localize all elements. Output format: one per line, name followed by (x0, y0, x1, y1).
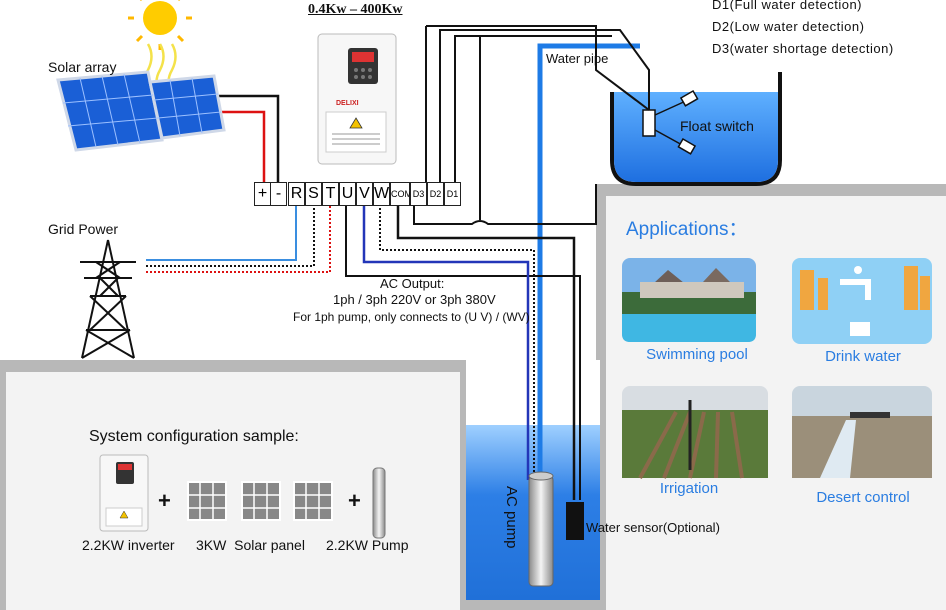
solar-array (56, 70, 226, 152)
detection-d3: D3(water shortage detection) (712, 41, 894, 56)
terminal-u: U (339, 182, 356, 206)
thumb-desert-control (792, 386, 932, 478)
solar-array-label: Solar array (48, 59, 117, 75)
ac-output-note: For 1ph pump, only connects to (U V) / (… (293, 310, 530, 324)
detection-d2: D2(Low water detection) (712, 19, 865, 34)
grid-power-label: Grid Power (48, 221, 119, 237)
config-inverter-label: 2.2KW inverter (82, 537, 175, 553)
ac-output-voltage: 1ph / 3ph 220V or 3ph 380V (333, 292, 496, 307)
config-solar-panels (187, 481, 333, 521)
config-pump-image (372, 467, 386, 539)
thumb-swimming-pool (622, 258, 756, 342)
config-pump-label: 2.2KW Pump (326, 537, 409, 553)
app-label-drink-water: Drink water (825, 348, 901, 365)
terminal-t: T (322, 182, 339, 206)
terminal-d2: D2 (427, 182, 444, 206)
grid-tower (80, 239, 136, 359)
tank-outline (610, 72, 782, 186)
app-label-swimming-pool: Swimming pool (646, 346, 748, 363)
config-title: System configuration sample: (89, 428, 299, 445)
app-label-desert-control: Desert control (816, 489, 910, 506)
inverter-brand: DELIXI (336, 100, 359, 107)
water-pipe-label: Water pipe (546, 51, 609, 66)
app-label-irrigation: Irrigation (659, 480, 719, 497)
terminal-com: COM (390, 182, 412, 206)
power-range-title: 0.4Kw – 400Kw (308, 2, 403, 17)
ac-output-title: AC Output: (380, 276, 445, 291)
terminal-plus: + (254, 182, 271, 206)
config-inverter-image (99, 454, 149, 532)
water-sensor (566, 502, 584, 540)
detection-d1: D1(Full water detection) (712, 0, 862, 12)
terminal-d1: D1 (444, 182, 461, 206)
thumb-irrigation (622, 386, 768, 479)
terminal-w: W (373, 182, 390, 206)
terminal-minus: - (270, 182, 287, 206)
water-pipe (537, 43, 640, 480)
float-switch-body (642, 109, 656, 137)
water-sensor-label: Water sensor(Optional) (586, 520, 720, 535)
terminal-s: S (305, 182, 322, 206)
config-plus-2: + (348, 488, 361, 513)
inverter-unit (317, 33, 397, 165)
thumb-drink-water (792, 258, 932, 344)
sun-icon (128, 0, 192, 95)
applications-title: Applications： (626, 219, 748, 240)
float-switch-label: Float switch (680, 118, 754, 134)
ac-pump-label: AC pump (503, 486, 520, 549)
tank-water (614, 92, 778, 182)
terminal-v: V (356, 182, 373, 206)
terminal-d3: D3 (410, 182, 427, 206)
terminal-r: R (288, 182, 305, 206)
pump-body (528, 475, 554, 587)
config-plus-1: + (158, 488, 171, 513)
config-solar-label: 3KW Solar panel (196, 537, 305, 553)
